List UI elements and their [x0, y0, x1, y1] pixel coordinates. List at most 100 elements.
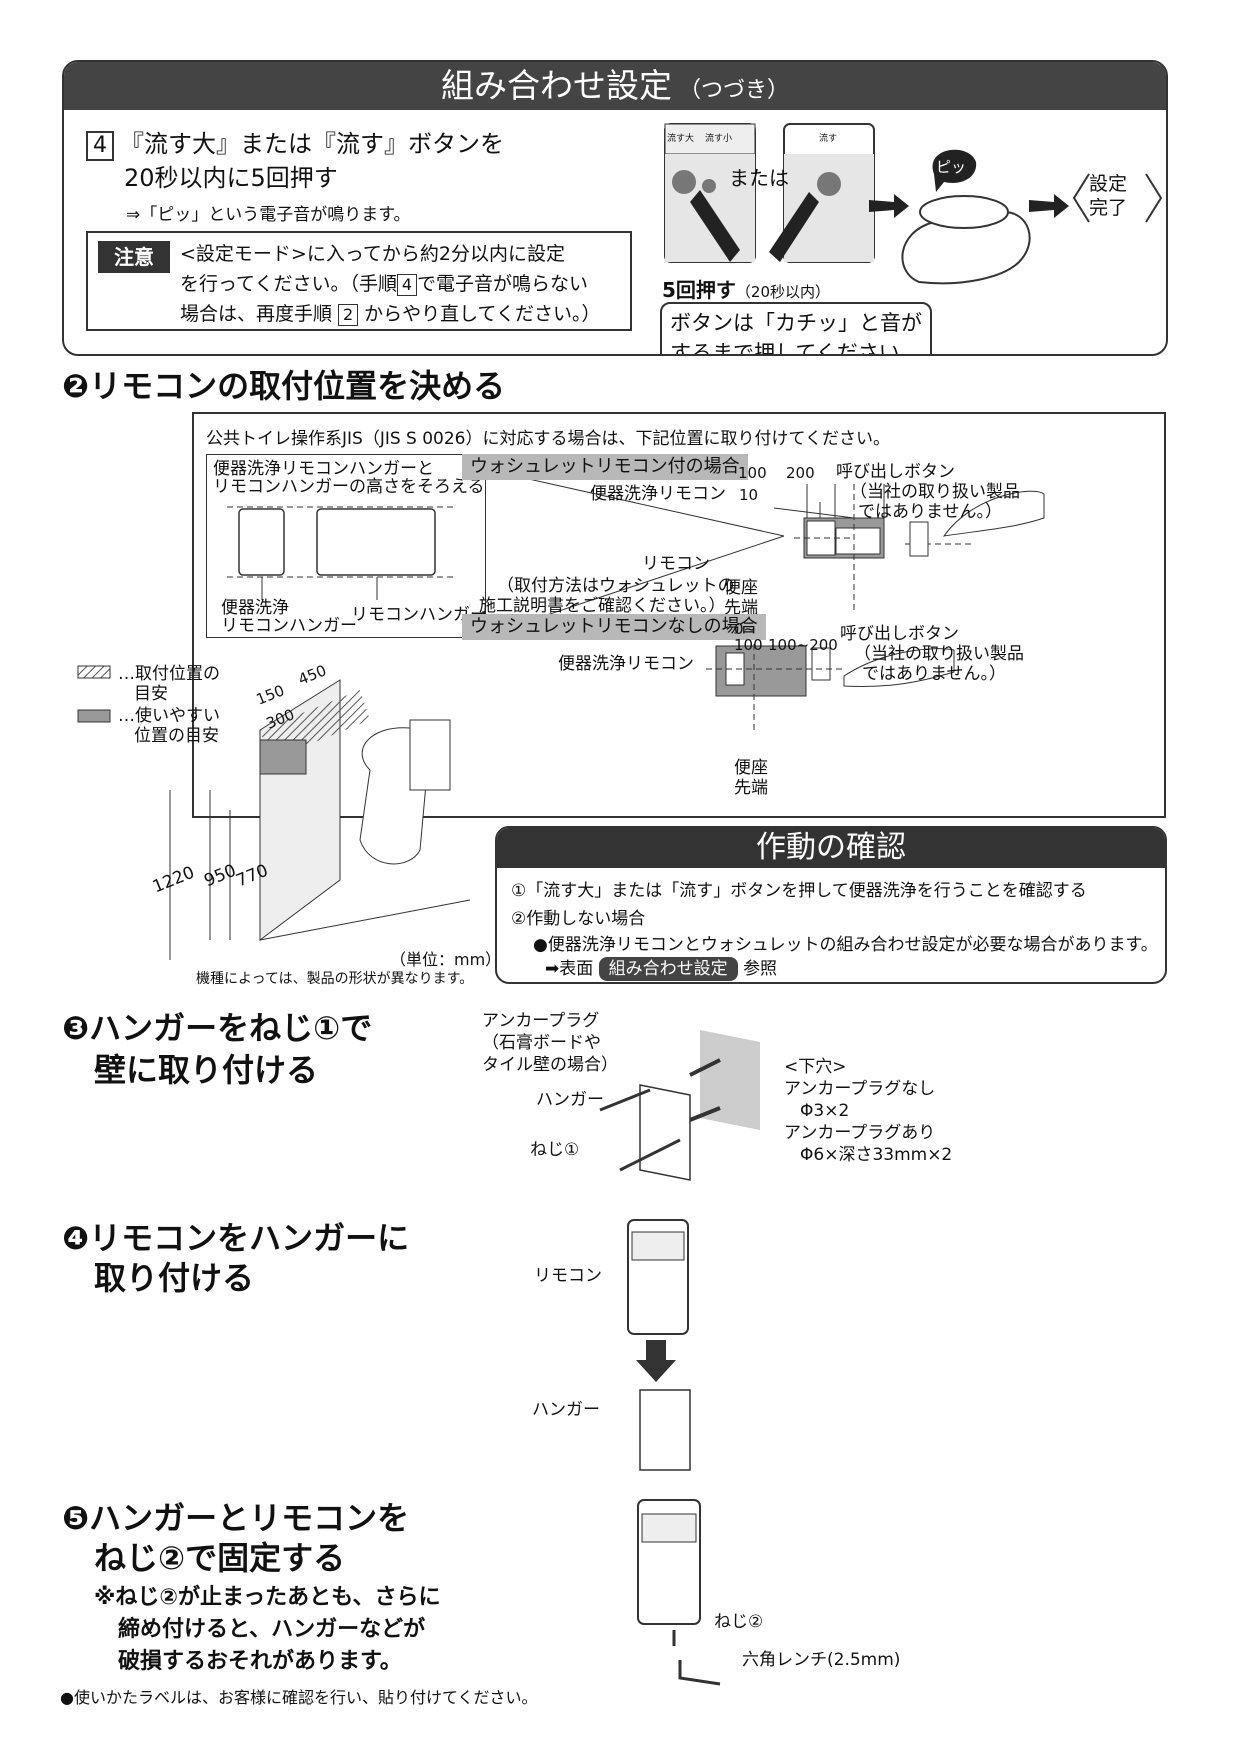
anchor-line1: アンカープラグ	[482, 1011, 600, 1031]
dim-0: 0~	[734, 620, 757, 638]
combo-illustration	[664, 123, 1163, 285]
hanger-a-line1: 便器洗浄	[221, 598, 289, 618]
remote-label-small: 流す小	[705, 134, 733, 144]
hanger-mount-illustration	[599, 1030, 760, 1181]
hanger-a-label: 便器洗浄 リモコンハンガー	[221, 599, 357, 635]
flush-remote-label-2: 便器洗浄リモコン	[558, 654, 694, 674]
legend-gray-line1: …使いやすい	[118, 706, 220, 726]
combination-setting-title: 組み合わせ設定	[440, 66, 672, 105]
legend-gray-line2: 位置の目安	[134, 726, 219, 746]
caution-line2-a: を行ってください。（手順	[180, 273, 397, 295]
remote-label-flush: 流す	[819, 134, 838, 144]
call-note-line1: （当社の取り扱い製品	[850, 482, 1020, 502]
toilet-seat-illustration	[901, 149, 1031, 285]
seat-tip2-line1: 便座	[734, 758, 768, 778]
call-button-note-2: （当社の取り扱い製品 ではありません。）	[854, 644, 1024, 684]
legend-gray: …使いやすい 位置の目安	[118, 706, 220, 746]
done-line2: 完了	[1089, 197, 1128, 219]
hanger-a-line2: リモコンハンガー	[221, 616, 357, 636]
step4-note: ⇒「ピッ」という電子音が鳴ります。	[126, 205, 411, 225]
anchor-line2: （石膏ボードや	[482, 1033, 601, 1053]
dim-100b: 100	[734, 636, 763, 654]
section4-title-line1: ❹リモコンをハンガーに	[62, 1219, 410, 1257]
bracket-right-icon	[1145, 173, 1163, 223]
caution-line3-a: 場合は、再度手順	[180, 303, 333, 325]
with-remote-header: ウォシュレットリモコン付の場合	[462, 454, 748, 480]
legend-hatch-line1: …取付位置の	[118, 664, 220, 684]
operation-item2-sub: ●便器洗浄リモコンとウォシュレットの組み合わせ設定が必要な場合があります。	[533, 935, 1158, 955]
step4-line2: 20秒以内に5回押す	[124, 164, 338, 192]
call-button-note: （当社の取り扱い製品 ではありません。）	[850, 482, 1020, 522]
jis-position-panel: 公共トイレ操作系JIS（JIS S 0026）に対応する場合は、下記位置に取り付…	[192, 412, 1166, 818]
anchor-line3: タイル壁の場合）	[482, 1055, 618, 1075]
hanger-b-label: リモコンハンガー	[351, 605, 487, 625]
remote-label-sec4: リモコン	[534, 1266, 602, 1286]
arrow-icon	[869, 194, 909, 218]
jis-note: 公共トイレ操作系JIS（JIS S 0026）に対応する場合は、下記位置に取り付…	[206, 429, 890, 449]
caution-line2-b: で電子音が鳴らない	[416, 273, 588, 295]
caution-tag: 注意	[98, 241, 170, 273]
remote-label: リモコン	[642, 554, 710, 574]
no-anchor-value: Φ3×2	[800, 1101, 850, 1121]
sec5-note-line2: 締め付けると、ハンガーなどが	[118, 1617, 426, 1642]
dim-10: 10	[739, 486, 759, 504]
anchor-plug-label: アンカープラグ （石膏ボードや タイル壁の場合）	[482, 1010, 618, 1076]
call-button-label: 呼び出しボタン	[836, 462, 955, 482]
seat-tip-line2: 先端	[724, 598, 758, 618]
step4-text1: 『流す大』または『流す』ボタンを	[120, 130, 504, 158]
legend-hatch-line2: 目安	[134, 684, 168, 704]
hanger-height-box: 便器洗浄リモコンハンガーと リモコンハンガーの高さをそろえる 便器洗浄 リモコン…	[206, 454, 487, 638]
done-line1: 設定	[1089, 173, 1128, 195]
step-ref-box: 4	[396, 274, 417, 296]
unit-note: （単位：mm）	[390, 950, 502, 969]
hex-wrench-label: 六角レンチ(2.5mm)	[742, 1650, 901, 1670]
call-note2-line2: ではありません。）	[862, 664, 1006, 684]
section3-title-line1: ❸ハンガーをねじ①で	[62, 1009, 373, 1047]
call-note2-line1: （当社の取り扱い製品	[854, 644, 1024, 664]
beep-label: ピッ	[936, 158, 967, 176]
screw-fix-illustration	[637, 1499, 721, 1686]
seat-tip-label-2: 便座 先端	[734, 758, 768, 798]
press5-text: 5回押す	[662, 278, 736, 302]
wall-position-illustration	[77, 665, 471, 960]
sec5-note-line3: 破損するおそれがあります。	[118, 1649, 402, 1674]
operation-item1: ①「流す大」または「流す」ボタンを押して便器洗浄を行うことを確認する	[511, 881, 1087, 901]
section5-title-line1: ❺ハンガーとリモコンを	[62, 1499, 410, 1537]
hanger-note-line2: リモコンハンガーの高さをそろえる	[213, 477, 485, 497]
install-note: （取付方法はウォシュレットの 施工説明書をご確認ください。）	[479, 576, 735, 616]
operation-item2: ②作動しない場合	[511, 909, 646, 929]
ref-tail-text: 参照	[743, 959, 778, 979]
model-note: 機種によっては、製品の形状が異なります。	[196, 971, 474, 987]
no-anchor-line: アンカープラグなし	[784, 1079, 936, 1099]
caution-text: <設定モード>に入ってから約2分以内に設定	[180, 239, 565, 269]
footer-note: ●使いかたラベルは、お客様に確認を行い、貼り付けてください。	[60, 1688, 538, 1707]
operation-ref: ➡表面 組み合わせ設定 参照	[545, 954, 777, 981]
caution-line3-b: からやり直してください。）	[364, 303, 601, 325]
hanger-note-line1: 便器洗浄リモコンハンガーと	[213, 459, 434, 479]
pilot-hole-label: <下穴> アンカープラグなし Φ3×2 アンカープラグあり Φ6×深さ33mm×…	[784, 1056, 952, 1166]
ref-arrow-text: ➡表面	[545, 959, 594, 979]
arrow-icon	[1029, 194, 1069, 218]
press5-note: （20秒以内）	[735, 283, 831, 301]
call-note-line2: ではありません。）	[858, 502, 1002, 522]
seat-tip-label: 便座 先端	[724, 578, 758, 618]
install-note-line1: （取付方法はウォシュレットの	[497, 576, 735, 596]
combination-setting-panel: 組み合わせ設定 （つづき） 4『流す大』または『流す』ボタンを 20秒以内に5回…	[62, 60, 1168, 356]
step4-line1: 4『流す大』または『流す』ボタンを	[86, 128, 504, 161]
button-note-line2: するまで押してください。	[670, 341, 921, 356]
section2-title: ❷リモコンの取付位置を決める	[62, 367, 506, 405]
seat-tip-line1: 便座	[724, 578, 758, 598]
button-note-box: ボタンは「カチッ」と音が するまで押してください。	[660, 302, 932, 356]
combination-setting-header: 組み合わせ設定 （つづき）	[64, 62, 1166, 110]
operation-check-panel: 作動の確認 ①「流す大」または「流す」ボタンを押して便器洗浄を行うことを確認する…	[495, 826, 1167, 984]
button-note-line1: ボタンは「カチッ」と音が	[670, 311, 922, 335]
operation-check-title: 作動の確認	[497, 828, 1165, 868]
seat-tip2-line2: 先端	[734, 778, 768, 798]
sec5-note-line1: ※ねじ②が止まったあとも、さらに	[94, 1585, 441, 1610]
bracket-left-icon	[1072, 173, 1090, 223]
section4-title-line2: 取り付ける	[94, 1259, 255, 1297]
section5-note: ※ねじ②が止まったあとも、さらに 締め付けると、ハンガーなどが 破損するおそれが…	[94, 1582, 440, 1678]
hanger-height-illustration	[227, 506, 457, 600]
jis-diagram	[483, 468, 1045, 734]
